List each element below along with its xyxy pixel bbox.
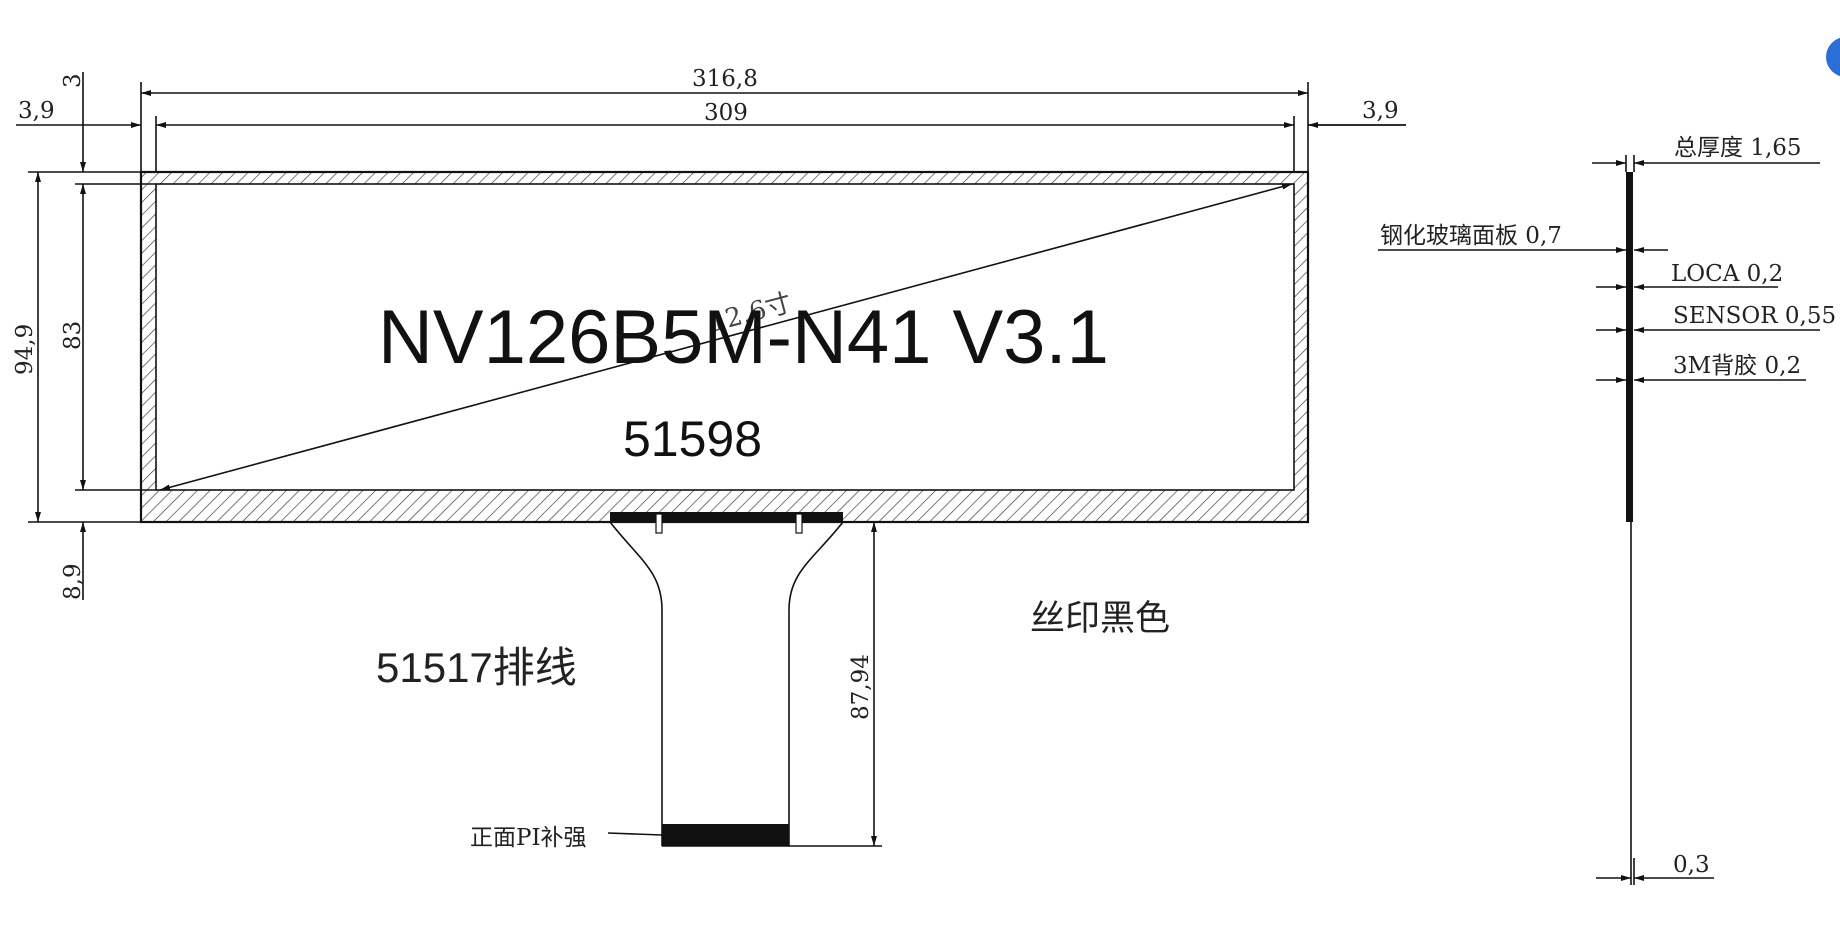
stackup-glass: 钢化玻璃面板 0,7	[1380, 223, 1562, 249]
dim-cable-length: 87,94	[848, 654, 874, 720]
pi-stiffener-label: 正面PI补强	[470, 825, 587, 851]
dim-inner-height: 83	[60, 321, 86, 350]
model-label: NV126B5M-N41 V3.1	[378, 295, 1109, 380]
silkscreen-note: 丝印黑色	[1030, 599, 1170, 639]
stackup-fpc-thickness: 0,3	[1673, 852, 1710, 878]
cable-length-dimension	[789, 522, 882, 847]
stackup-adhesive: 3M背胶 0,2	[1673, 353, 1801, 379]
diagonal-line	[159, 183, 1293, 491]
cable-label: 51517排线	[376, 644, 577, 691]
dim-bottom-margin: 8,9	[60, 563, 86, 600]
dim-right-margin: 3,9	[1362, 98, 1399, 124]
dim-inner-width: 309	[704, 100, 748, 126]
top-dimensions	[16, 82, 1406, 172]
stackup-loca: LOCA 0,2	[1671, 261, 1783, 287]
corner-badge-icon[interactable]	[1826, 37, 1840, 77]
flex-cable	[609, 512, 844, 847]
left-dimensions	[28, 72, 156, 600]
dim-overall-width: 316,8	[692, 66, 758, 92]
dim-top-margin: 3	[60, 73, 86, 88]
dim-overall-height: 94,9	[12, 324, 38, 375]
stackup-total-thickness: 总厚度 1,65	[1674, 135, 1802, 161]
dim-left-margin: 3,9	[18, 98, 55, 124]
pi-leader-line	[607, 832, 663, 836]
part-number: 51598	[623, 411, 762, 467]
stackup-side-view	[1378, 155, 1820, 885]
stackup-sensor: SENSOR 0,55	[1673, 303, 1836, 329]
